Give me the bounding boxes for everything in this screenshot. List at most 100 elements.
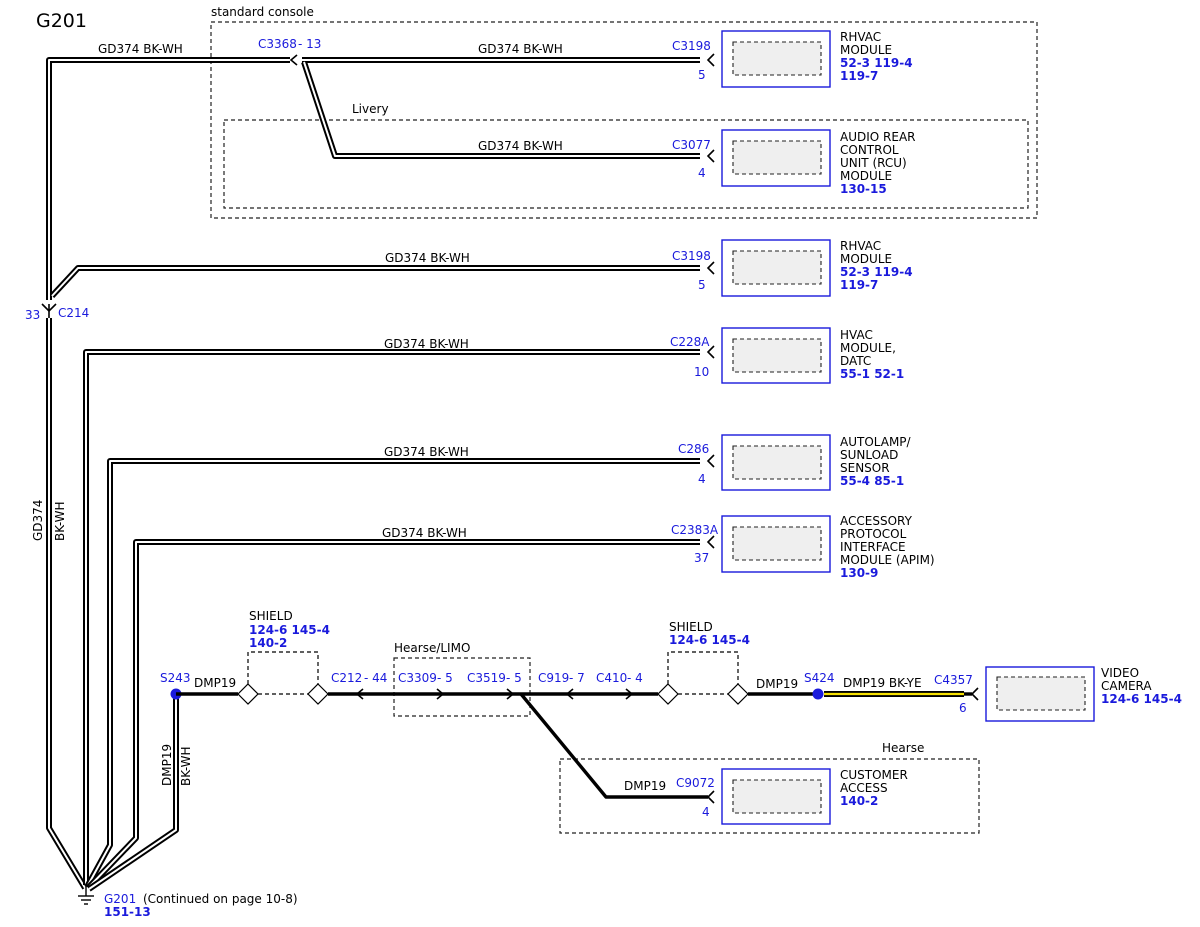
module-ref: 124-6 145-4 <box>1101 692 1182 706</box>
shield-label: SHIELD <box>669 620 713 634</box>
module-ref: 52-3 119-4 <box>840 56 913 70</box>
wire-label: GD374 BK-WH <box>98 42 183 56</box>
livery-region <box>223 119 1029 209</box>
module-connector: C228A <box>670 335 710 349</box>
module-ref: 119-7 <box>840 69 878 83</box>
hearse-limo-region <box>393 657 531 717</box>
module-pin: 4 <box>698 472 706 486</box>
module-name: MODULE, <box>840 341 896 355</box>
dmp-drop-circuit-label: DMP19 <box>160 744 174 786</box>
module-name: ACCESS <box>840 781 888 795</box>
trunk-color-label: BK-WH <box>53 501 67 541</box>
module-connector: C3198 <box>672 39 711 53</box>
shield-ref: 140-2 <box>249 636 287 650</box>
wire-label: GD374 BK-WH <box>478 139 563 153</box>
ground-note: (Continued on page 10-8) <box>143 892 298 906</box>
hearse-region <box>559 758 980 834</box>
module-apim: C2383A 37 ACCESSORY PROTOCOL INTERFACE M… <box>671 514 935 580</box>
dmp19-line: S243 DMP19 SHIELD 124-6 145-4 140-2 C212… <box>160 609 979 804</box>
c4357-name: C4357 <box>934 673 973 687</box>
c214-connector: 33 C214 <box>25 303 89 322</box>
module-pin: 4 <box>698 166 706 180</box>
wire-labels: GD374 BK-WH GD374 BK-WH GD374 BK-WH GD37… <box>31 42 563 786</box>
camera-wire-label: DMP19 BK-YE <box>843 676 922 690</box>
module-name: SENSOR <box>840 461 890 475</box>
module-name: HVAC <box>840 328 873 342</box>
wire-label: GD374 BK-WH <box>384 337 469 351</box>
module-pin: 10 <box>694 365 709 379</box>
c214-pin: 33 <box>25 308 40 322</box>
module-ref: 52-3 119-4 <box>840 265 913 279</box>
module-autolamp-sensor: C286 4 AUTOLAMP/ SUNLOAD SENSOR 55-4 85-… <box>678 434 912 491</box>
module-ref: 55-1 52-1 <box>840 367 904 381</box>
c9072-pin: 4 <box>702 805 710 819</box>
livery-label: Livery <box>352 102 389 116</box>
shield-right: SHIELD 124-6 145-4 <box>657 620 750 705</box>
ground-name: G201 <box>104 892 136 906</box>
module-pin: 37 <box>694 551 709 565</box>
s424-splice <box>812 688 824 700</box>
module-ref: 140-2 <box>840 794 878 808</box>
module-connector: C3198 <box>672 249 711 263</box>
c3519-pin: - 5 <box>506 671 522 685</box>
module-pin: 5 <box>698 68 706 82</box>
c3368-pin: - 13 <box>298 37 321 51</box>
module-name: AUDIO REAR <box>840 130 916 144</box>
module-audio-rcu: C3077 4 AUDIO REAR CONTROL UNIT (RCU) MO… <box>672 129 916 196</box>
module-name: CONTROL <box>840 143 899 157</box>
module-name: MODULE <box>840 252 892 266</box>
module-ref: 119-7 <box>840 278 878 292</box>
ground-g201: G201 (Continued on page 10-8) 151-13 <box>78 886 298 919</box>
c3368-name: C3368 <box>258 37 297 51</box>
trunk-circuit-label: GD374 <box>31 500 45 541</box>
c3368-connector: C3368 - 13 <box>258 37 321 66</box>
module-name: RHVAC <box>840 30 881 44</box>
shield-ref: 124-6 145-4 <box>669 633 750 647</box>
trunk-wires <box>46 57 700 892</box>
module-name: CAMERA <box>1101 679 1152 693</box>
hearse-label: Hearse <box>882 741 924 755</box>
module-name: MODULE <box>840 169 892 183</box>
c919-pin: - 7 <box>569 671 585 685</box>
c212-pin: - 44 <box>364 671 387 685</box>
module-name: CUSTOMER <box>840 768 908 782</box>
module-name: DATC <box>840 354 871 368</box>
c214-name: C214 <box>58 306 89 320</box>
c410-pin: - 4 <box>627 671 643 685</box>
wire-label: GD374 BK-WH <box>382 526 467 540</box>
page-title: G201 <box>36 10 87 32</box>
module-ref: 130-9 <box>840 566 878 580</box>
c4357-pin: 6 <box>959 701 967 715</box>
standard-console-label: standard console <box>211 5 314 19</box>
module-connector: C2383A <box>671 523 719 537</box>
wire-label: GD374 BK-WH <box>478 42 563 56</box>
c3519-name: C3519 <box>467 671 506 685</box>
module-name: SUNLOAD <box>840 448 898 462</box>
module-name: AUTOLAMP/ <box>840 435 912 449</box>
c9072-name: C9072 <box>676 776 715 790</box>
hearse-limo-label: Hearse/LIMO <box>394 641 470 655</box>
dmp-drop-color-label: BK-WH <box>179 746 193 786</box>
customer-wire-label: DMP19 <box>624 779 666 793</box>
shield-ref: 124-6 145-4 <box>249 623 330 637</box>
module-name: MODULE <box>840 43 892 57</box>
module-name: INTERFACE <box>840 540 906 554</box>
module-rhvac-1: C3198 5 RHVAC MODULE 52-3 119-4 119-7 <box>672 30 913 88</box>
wire-label: GD374 BK-WH <box>385 251 470 265</box>
module-name: MODULE (APIM) <box>840 553 935 567</box>
shield-label: SHIELD <box>249 609 293 623</box>
c919-name: C919 <box>538 671 569 685</box>
module-name: ACCESSORY <box>840 514 913 528</box>
s424-label: S424 <box>804 671 835 685</box>
standard-console-region <box>210 21 1038 219</box>
c410-name: C410 <box>596 671 627 685</box>
module-connector: C3077 <box>672 138 711 152</box>
module-ref: 130-15 <box>840 182 887 196</box>
c3309-pin: - 5 <box>437 671 453 685</box>
module-hvac-datc: C228A 10 HVAC MODULE, DATC 55-1 52-1 <box>670 327 904 384</box>
module-video-camera: VIDEO CAMERA 124-6 145-4 <box>985 666 1182 722</box>
c212-name: C212 <box>331 671 362 685</box>
ground-ref: 151-13 <box>104 905 151 919</box>
module-rhvac-2: C3198 5 RHVAC MODULE 52-3 119-4 119-7 <box>672 239 913 297</box>
